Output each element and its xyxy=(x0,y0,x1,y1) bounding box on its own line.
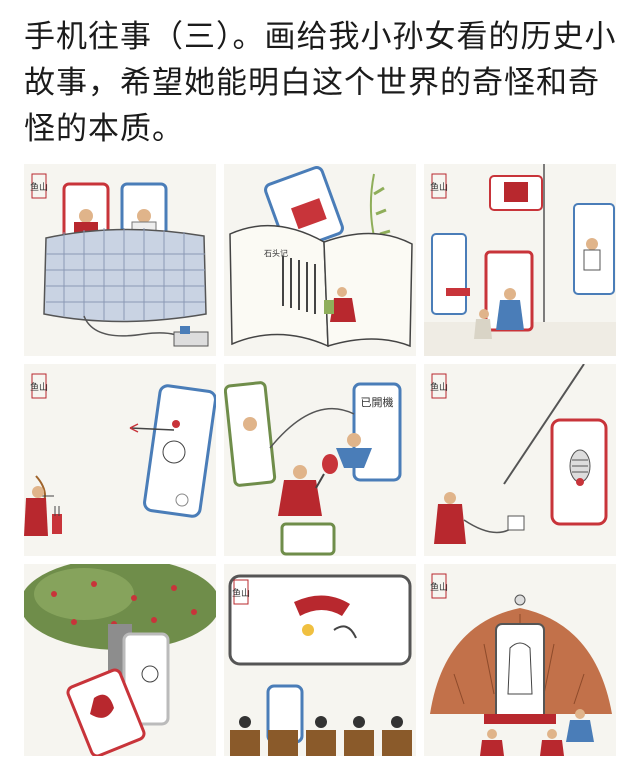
image-tile-1[interactable]: 鱼山 xyxy=(24,164,216,356)
tile-1-seal: 鱼山 xyxy=(30,181,48,193)
illustration-hut-shrine: 鱼山 xyxy=(430,573,612,756)
tile-8-seal: 鱼山 xyxy=(232,587,250,599)
illustration-hanging-phone: 鱼山 xyxy=(430,364,608,544)
book-label: 石头记 xyxy=(264,248,288,258)
image-tile-5[interactable]: 已開機 xyxy=(224,364,416,556)
illustration-archer: 鱼山 xyxy=(24,373,216,536)
illustration-apple-tree xyxy=(24,564,216,756)
illustration-musicians: 已開機 xyxy=(224,381,402,556)
image-tile-6[interactable]: 鱼山 xyxy=(424,364,616,556)
image-tile-2[interactable]: 石头记 xyxy=(224,164,416,356)
image-tile-8[interactable]: 鱼山 xyxy=(224,564,416,756)
image-tile-3[interactable]: 鱼山 xyxy=(424,164,616,356)
tile-9-seal: 鱼山 xyxy=(430,581,448,593)
illustration-phone-doors: 鱼山 xyxy=(424,164,616,356)
tile-3-seal: 鱼山 xyxy=(430,181,448,193)
image-tile-7[interactable] xyxy=(24,564,216,756)
illustration-bed-phones: 鱼山 xyxy=(30,173,209,347)
post-text: 手机往事（三）。画给我小孙女看的历史小故事，希望她能明白这个世界的奇怪和奇怪的本… xyxy=(24,19,617,147)
illustration-phone-book: 石头记 xyxy=(229,166,413,348)
illustration-phone-stage: 鱼山 xyxy=(228,574,412,756)
phone-status-text: 已開機 xyxy=(361,395,394,409)
tile-6-seal: 鱼山 xyxy=(430,381,448,393)
tile-4-seal: 鱼山 xyxy=(30,381,48,393)
image-tile-4[interactable]: 鱼山 xyxy=(24,364,216,556)
image-grid: 鱼山 石头记 xyxy=(24,164,616,756)
image-tile-9[interactable]: 鱼山 xyxy=(424,564,616,756)
